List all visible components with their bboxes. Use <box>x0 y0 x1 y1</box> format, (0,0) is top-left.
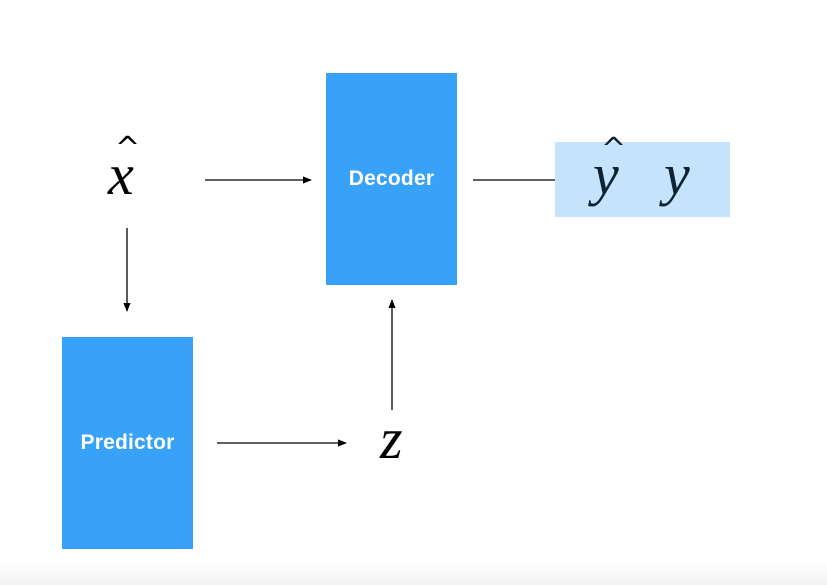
z-variable: z <box>380 410 403 468</box>
y-symbol: y <box>664 142 690 207</box>
predictor-label: Predictor <box>80 431 175 454</box>
z-symbol: z <box>380 406 403 471</box>
x-hat-accent: ^ <box>115 131 141 166</box>
x-hat-symbol: x <box>108 142 134 207</box>
decoder-block: Decoder <box>326 73 457 285</box>
y-variable: y <box>664 146 690 204</box>
decoder-label: Decoder <box>348 167 435 190</box>
y-hat-symbol: y <box>593 142 619 207</box>
y-hat-variable: y ^ <box>593 135 626 204</box>
bottom-strip <box>0 560 827 585</box>
output-box <box>555 142 730 217</box>
x-hat-variable: x ^ <box>108 134 140 204</box>
predictor-block: Predictor <box>62 337 193 549</box>
y-hat-accent: ^ <box>601 132 627 167</box>
